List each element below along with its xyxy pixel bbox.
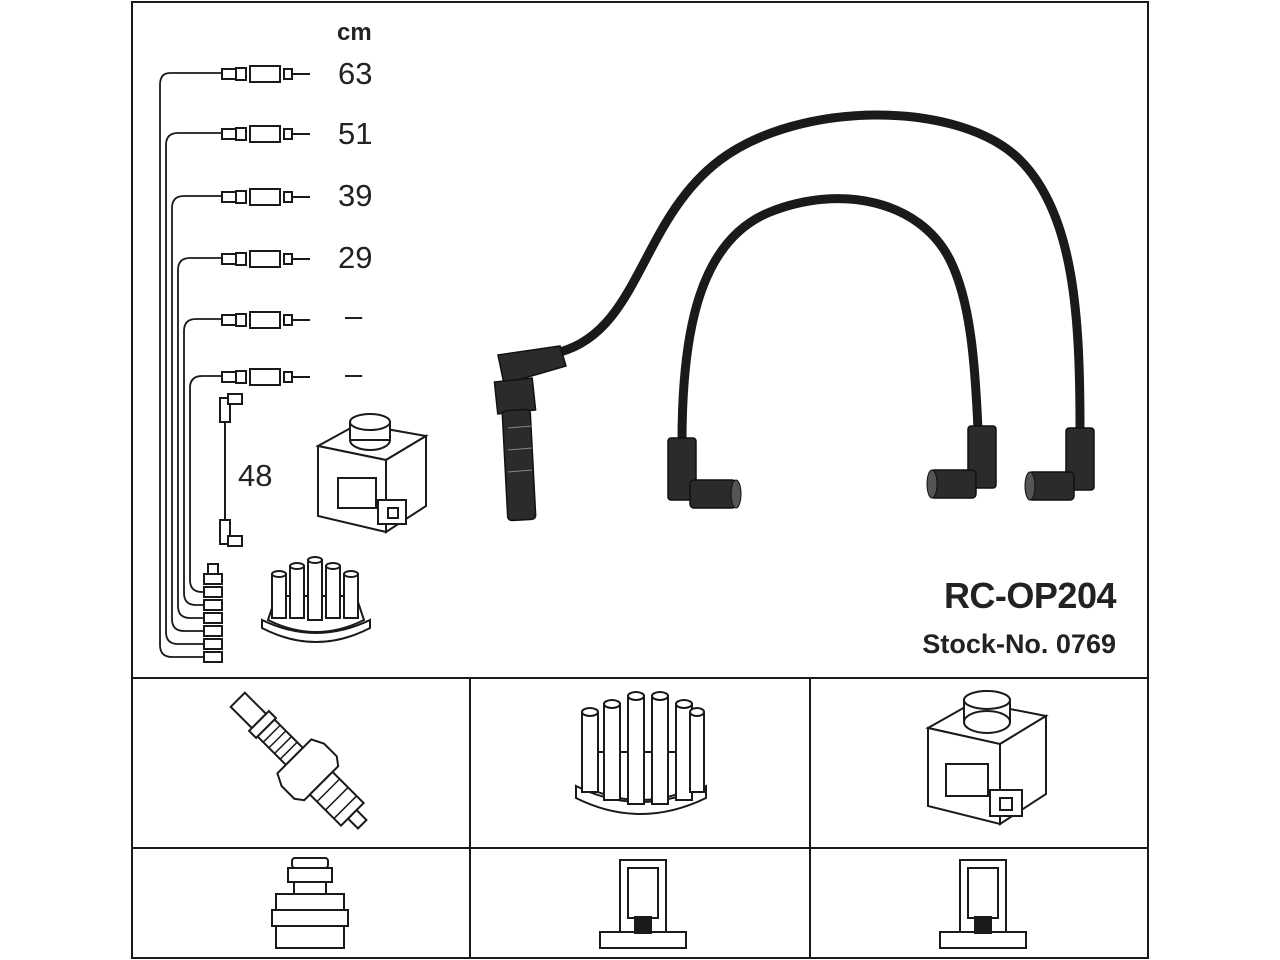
ignition-coil-icon-large — [925, 690, 1049, 826]
lead-length-5: – — [345, 298, 363, 333]
distributor-cap-icon — [261, 556, 371, 643]
plug-terminal-icon — [271, 857, 349, 949]
angled-boot-2 — [926, 425, 997, 499]
coil-terminal-icon — [939, 859, 1027, 949]
ignition-cables — [493, 110, 1095, 522]
panel-grid — [131, 1, 1149, 959]
lead-length-2: 51 — [338, 116, 372, 151]
lead-length-4: 29 — [338, 240, 372, 275]
lead-schematic — [159, 65, 310, 663]
angled-boot-1 — [667, 437, 742, 509]
lead-length-1: 63 — [338, 56, 372, 91]
ignition-coil-icon — [315, 413, 429, 534]
coil-lead-length: 48 — [238, 458, 272, 493]
cap-terminal-icon — [599, 859, 687, 949]
stock-number: Stock-No. 0769 — [922, 629, 1116, 659]
lead-length-6: – — [345, 356, 363, 391]
lead-connectors — [203, 65, 310, 663]
spark-plug-icon — [229, 691, 368, 830]
angled-boot-3 — [1024, 427, 1095, 501]
coil-lead — [219, 393, 243, 547]
product-code: RC-OP204 — [944, 575, 1117, 616]
straight-plug-boot — [493, 345, 567, 522]
distributor-cap-icon-large — [575, 691, 707, 815]
lead-length-3: 39 — [338, 178, 372, 213]
unit-label: cm — [337, 19, 372, 46]
